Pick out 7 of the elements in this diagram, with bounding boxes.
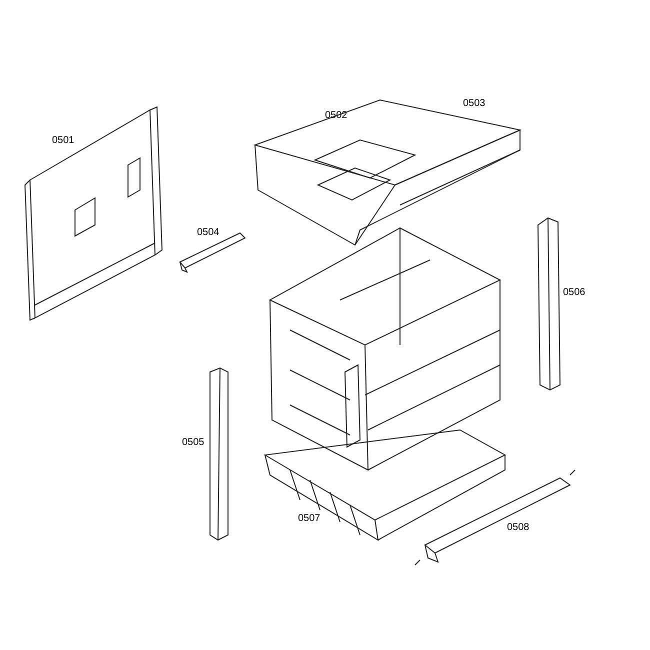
callout-number: 0506 (563, 287, 586, 299)
callout-number: 0504 (197, 227, 220, 239)
callout-number: 0501 (52, 135, 74, 147)
callout-number: 0503 (463, 98, 486, 110)
callout-number: 0505 (182, 437, 204, 449)
callout-number: 0507 (298, 513, 320, 525)
callout-number: 0508 (507, 522, 530, 534)
